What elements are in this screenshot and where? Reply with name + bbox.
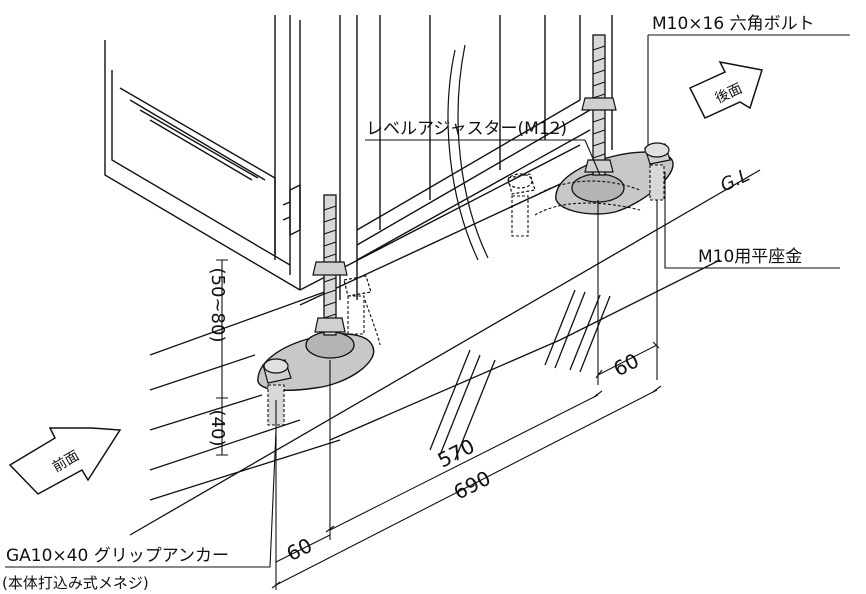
dimension-40: (40) xyxy=(207,410,228,447)
front-arrow: 前面 xyxy=(8,427,122,495)
ground-lines xyxy=(129,169,761,536)
back-arrow: 後面 xyxy=(688,60,763,119)
washer-label: M10用平座金 xyxy=(698,247,802,267)
dimension-60-left: 60 xyxy=(283,533,317,566)
dimension-60-right: 60 xyxy=(609,348,643,381)
back-adjuster xyxy=(507,34,674,237)
anchor-note: (本体打込み式メネジ) xyxy=(2,574,149,592)
dimension-lines xyxy=(5,34,850,590)
cabinet-body xyxy=(104,15,613,306)
adjuster-label: レベルアジャスター(M12) xyxy=(366,119,567,139)
dimension-50-80: (50~80) xyxy=(207,268,228,343)
anchor-label: GA10×40 グリップアンカー xyxy=(6,546,229,566)
bolt-label: M10×16 六角ボルト xyxy=(652,14,815,34)
dimension-690: 690 xyxy=(450,466,495,505)
front-adjuster xyxy=(257,194,381,426)
